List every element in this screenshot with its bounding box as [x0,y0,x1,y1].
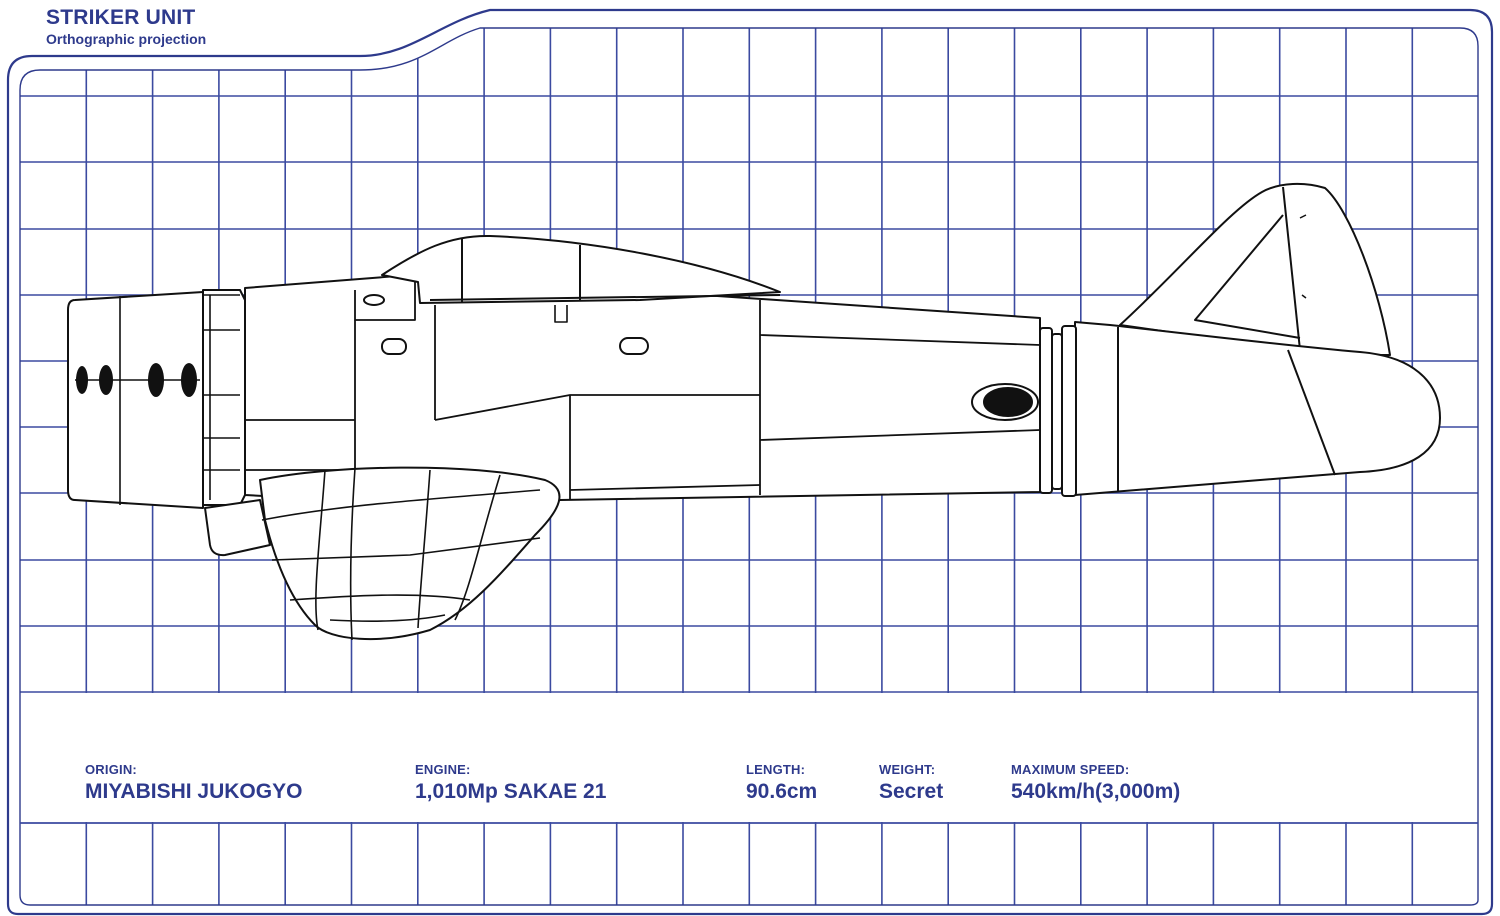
spec-weight-value: Secret [879,780,944,803]
spec-weight: WEIGHT: Secret [879,762,943,804]
spec-engine-value: 1,010Mp SAKAE 21 [415,780,607,803]
spec-max-speed-value: 540km/h(3,000m) [1011,780,1181,803]
spec-engine: ENGINE: 1,010Mp SAKAE 21 [415,762,606,804]
spec-max-speed: MAXIMUM SPEED: 540km/h(3,000m) [1011,762,1180,804]
nose-cowling [67,291,204,509]
spec-origin-label: ORIGIN: [85,762,137,777]
exhaust-ports [76,363,197,397]
connector-rings [1039,325,1077,497]
frame-border [6,8,1494,916]
spec-origin: ORIGIN: MIYABISHI JUKOGYO [85,762,302,804]
lower-intake [204,499,271,557]
page-title: STRIKER UNIT [46,6,196,29]
spec-max-speed-label: MAXIMUM SPEED: [1011,762,1130,777]
spec-band [21,693,1477,822]
spec-length-value: 90.6cm [746,780,818,803]
belly-pod [259,466,561,641]
spec-weight-label: WEIGHT: [879,762,936,777]
spec-length-label: LENGTH: [746,762,806,777]
spec-origin-value: MIYABISHI JUKOGYO [85,780,303,803]
rear-fuselage [1074,321,1441,496]
spec-engine-label: ENGINE: [415,762,471,777]
page-subtitle: Orthographic projection [46,31,207,47]
striker-unit-drawing [67,182,1441,641]
tail-fin [1119,182,1391,356]
spec-length: LENGTH: 90.6cm [746,762,817,804]
